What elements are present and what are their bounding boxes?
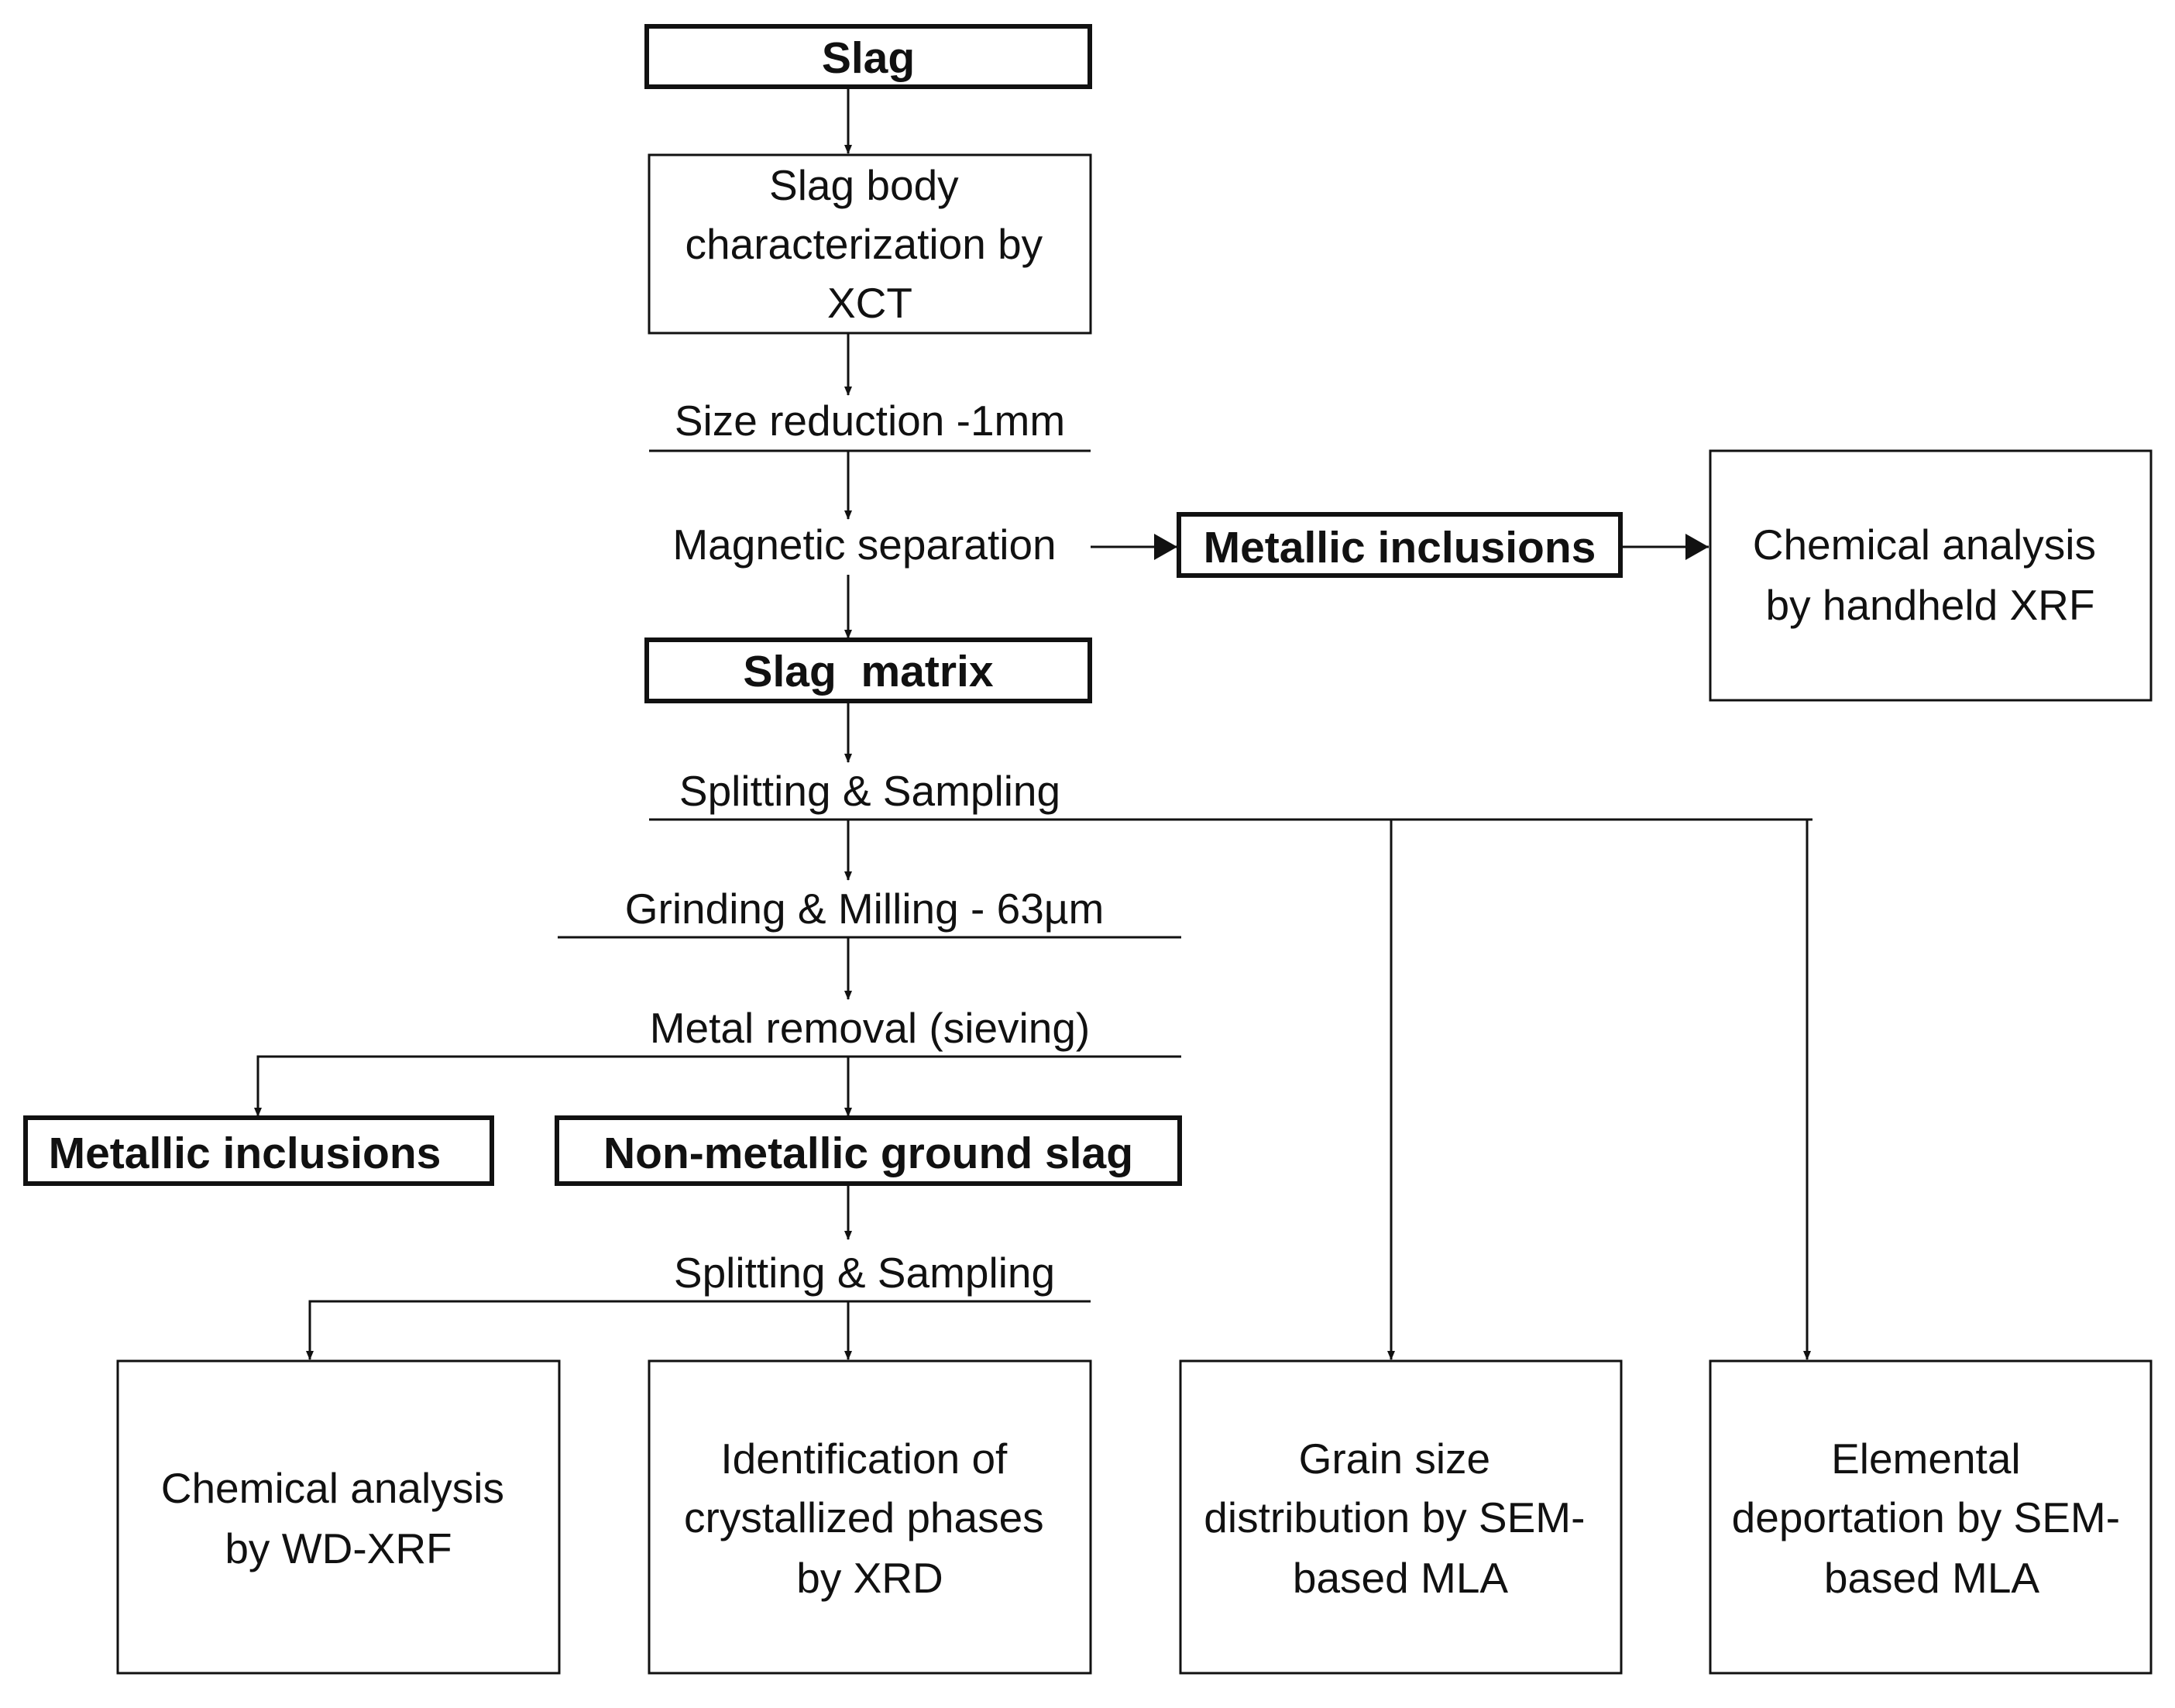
xrd-box: [648, 1359, 1092, 1675]
xrd-line-1: Identification of: [720, 1435, 1008, 1483]
slag-label: Slag: [822, 33, 915, 83]
xct-label: Slag body characterization by XCT: [685, 161, 1055, 327]
handheld-xrf-label: Chemical analysis by handheld XRF: [1753, 521, 2108, 629]
metallic-inclusions-top-label: Metallic inclusions: [1204, 523, 1596, 572]
wd-xrf-line-2: by WD-XRF: [225, 1524, 452, 1572]
slag-box: [644, 24, 1092, 89]
grain-size-box: [1179, 1359, 1623, 1675]
arrow-metal-removal-to-metallic-inclusions: [254, 1055, 558, 1117]
elemental-label: Elemental deportation by SEM- based MLA: [1732, 1435, 2132, 1602]
grinding-milling-label: Grinding & Milling - 63µm: [625, 885, 1105, 933]
splitting-sampling-2-label: Splitting & Sampling: [674, 1249, 1055, 1297]
magnetic-separation-label: Magnetic separation: [672, 521, 1056, 569]
non-metallic-box: [555, 1115, 1182, 1186]
elemental-line-1: Elemental: [1831, 1435, 2021, 1483]
wd-xrf-label: Chemical analysis by WD-XRF: [161, 1464, 517, 1572]
xct-line-1: Slag body: [769, 161, 959, 209]
grain-size-line-1: Grain size: [1299, 1435, 1491, 1483]
slag-matrix-label: Slag matrix: [743, 647, 993, 696]
metallic-inclusions-left-label: Metallic inclusions: [49, 1129, 442, 1178]
grain-size-line-3: based MLA: [1293, 1554, 1509, 1602]
wd-xrf-line-1: Chemical analysis: [161, 1464, 504, 1512]
grain-size-label: Grain size distribution by SEM- based ML…: [1204, 1435, 1596, 1602]
elemental-line-2: deportation by SEM-: [1732, 1493, 2120, 1541]
non-metallic-label: Non-metallic ground slag: [603, 1129, 1133, 1178]
splitting-sampling-1-label: Splitting & Sampling: [679, 767, 1060, 815]
handheld-xrf-line-2: by handheld XRF: [1766, 581, 2095, 629]
grain-size-line-2: distribution by SEM-: [1204, 1493, 1585, 1541]
xrd-line-3: by XRD: [796, 1554, 943, 1602]
metallic-inclusions-left-box: [23, 1115, 494, 1186]
wd-xrf-box: [116, 1359, 561, 1675]
metallic-inclusions-top-box: [1177, 512, 1623, 578]
metal-removal-label: Metal removal (sieving): [650, 1004, 1091, 1052]
xct-line-3: XCT: [827, 279, 912, 327]
arrow-splitting-2-to-wd-xrf: [306, 1300, 649, 1360]
elemental-box: [1709, 1359, 2153, 1675]
size-reduction-label: Size reduction -1mm: [675, 397, 1065, 445]
handheld-xrf-box: [1709, 449, 2153, 702]
xct-box: [648, 153, 1092, 335]
xrd-line-2: crystallized phases: [684, 1493, 1044, 1541]
xct-line-2: characterization by: [685, 220, 1043, 268]
elemental-line-3: based MLA: [1824, 1554, 2040, 1602]
handheld-xrf-line-1: Chemical analysis: [1753, 521, 2096, 569]
xrd-label: Identification of crystallized phases by…: [684, 1435, 1056, 1602]
slag-matrix-box: [644, 637, 1092, 703]
